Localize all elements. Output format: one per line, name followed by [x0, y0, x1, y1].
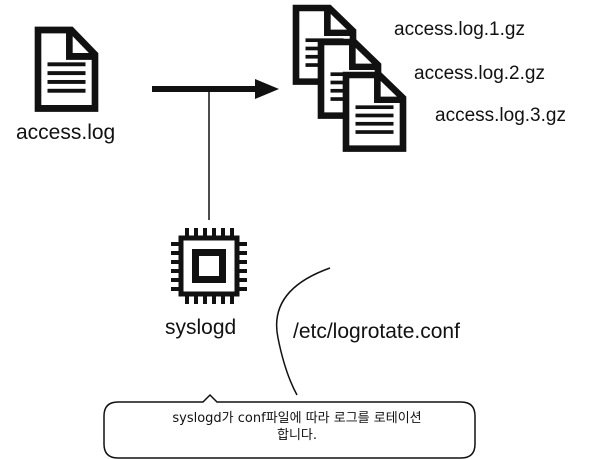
callout-line-1: syslogd가 conf파일에 따라 로그를 로테이션 [172, 411, 422, 426]
rotated-document-3-icon [346, 75, 403, 149]
source-document-icon [38, 30, 95, 108]
callout-text: syslogd가 conf파일에 따라 로그를 로테이션 합니다. [112, 410, 482, 444]
callout-bubble [103, 393, 476, 459]
callout-line-2: 합니다. [276, 428, 317, 443]
cpu-chip-icon [171, 228, 247, 304]
config-arc [275, 267, 331, 396]
source-file-label: access.log [16, 121, 116, 144]
rotated-file-label-3: access.log.3.gz [435, 105, 566, 126]
daemon-label: syslogd [165, 316, 237, 339]
rotated-file-label-1: access.log.1.gz [394, 19, 525, 40]
config-path-label: /etc/logrotate.conf [293, 320, 460, 343]
rotated-file-label-2: access.log.2.gz [414, 63, 545, 84]
rotation-arrow [152, 79, 279, 99]
